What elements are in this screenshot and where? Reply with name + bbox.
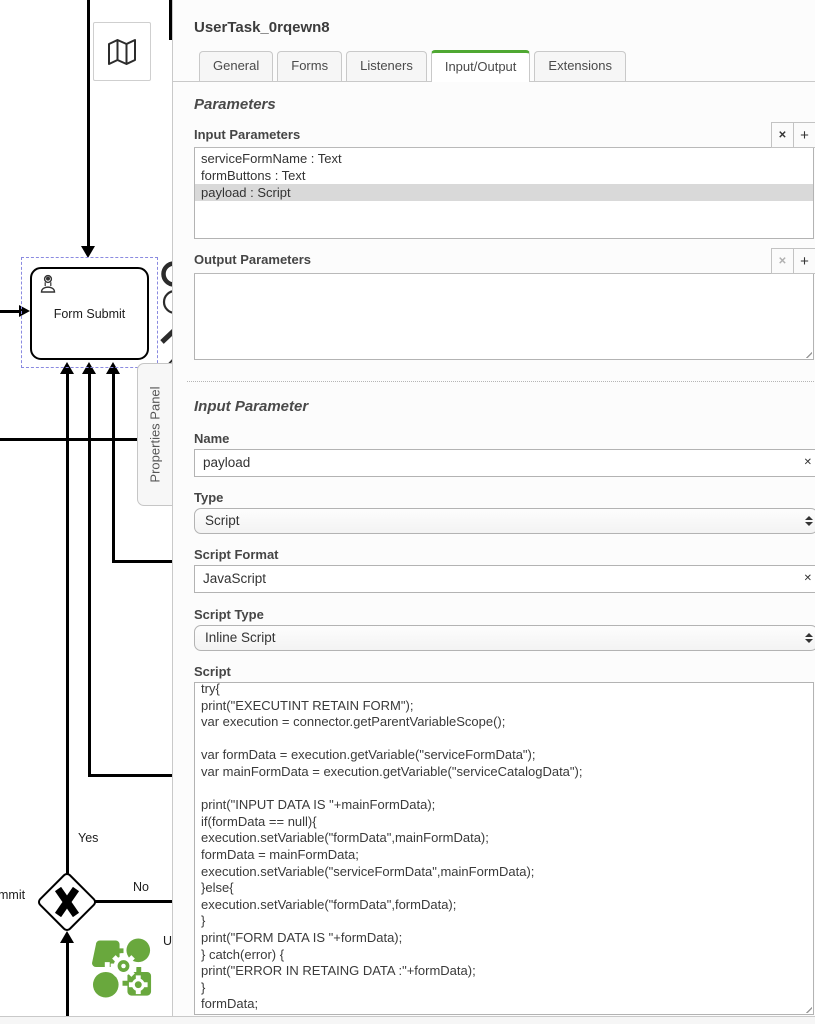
script-format-label: Script Format bbox=[194, 547, 279, 562]
sequence-flow-b[interactable] bbox=[88, 374, 91, 777]
name-value: payload bbox=[203, 455, 251, 470]
script-type-select[interactable]: Inline Script bbox=[194, 625, 815, 651]
name-label: Name bbox=[194, 431, 230, 446]
select-stepper-icon bbox=[803, 626, 815, 650]
clear-icon: ✕ bbox=[778, 255, 787, 267]
tab-extensions[interactable]: Extensions bbox=[534, 51, 626, 81]
flow-label-cut-right: U bbox=[163, 934, 173, 948]
sequence-flow-left[interactable] bbox=[0, 310, 19, 313]
section-separator bbox=[187, 381, 815, 382]
output-parameters-header: Output Parameters ✕ + bbox=[194, 247, 815, 274]
clear-icon: ✕ bbox=[778, 129, 787, 141]
tab-bar: General Forms Listeners Input/Output Ext… bbox=[173, 50, 815, 82]
script-type-value: Inline Script bbox=[205, 630, 276, 645]
minimap-toggle-button[interactable] bbox=[93, 22, 151, 81]
sequence-flow-c-elbow[interactable] bbox=[112, 560, 172, 563]
properties-panel-toggle[interactable]: Properties Panel bbox=[137, 363, 172, 506]
sequence-flow-a[interactable] bbox=[66, 374, 69, 884]
arrowhead-up-icon bbox=[60, 931, 74, 943]
flow-label-yes: Yes bbox=[78, 831, 99, 845]
add-input-parameter-button[interactable]: + bbox=[793, 122, 815, 148]
remove-input-parameter-button[interactable]: ✕ bbox=[771, 122, 794, 148]
task-label: Form Submit bbox=[53, 306, 126, 321]
remove-output-parameter-button[interactable]: ✕ bbox=[771, 248, 794, 274]
output-parameters-label: Output Parameters bbox=[194, 252, 312, 267]
select-stepper-icon bbox=[803, 509, 815, 533]
status-bar bbox=[0, 1016, 815, 1024]
sequence-flow-stub[interactable] bbox=[169, 0, 172, 40]
sequence-flow-no[interactable] bbox=[95, 900, 172, 903]
script-type-label: Script Type bbox=[194, 607, 264, 622]
sequence-flow-cross[interactable] bbox=[0, 438, 139, 441]
resize-handle[interactable] bbox=[803, 349, 812, 358]
input-parameter-heading: Input Parameter bbox=[194, 398, 309, 415]
arrowhead-right-icon bbox=[19, 305, 30, 317]
output-parameters-list bbox=[194, 274, 814, 360]
script-format-field[interactable]: JavaScript ✕ bbox=[194, 565, 815, 593]
arrowhead-up-icon bbox=[106, 362, 120, 374]
arrowhead-up-icon bbox=[60, 362, 74, 374]
selection-outline bbox=[21, 257, 158, 368]
tab-general[interactable]: General bbox=[199, 51, 274, 81]
script-content: try{ print("EXECUTINT RETAIN FORM"); var… bbox=[201, 682, 583, 1012]
user-task-form-submit[interactable]: Form Submit bbox=[30, 267, 149, 360]
add-icon: + bbox=[800, 252, 809, 270]
script-label: Script bbox=[194, 664, 231, 679]
list-item-selected[interactable]: payload : Script bbox=[195, 184, 813, 201]
sequence-flow-b-elbow[interactable] bbox=[88, 774, 172, 777]
parameters-heading: Parameters bbox=[194, 96, 276, 113]
sequence-flow-bottom[interactable] bbox=[66, 943, 69, 1017]
clear-icon[interactable]: ✕ bbox=[803, 457, 812, 468]
list-item[interactable]: formButtons : Text bbox=[201, 168, 306, 183]
sequence-flow-c[interactable] bbox=[112, 374, 115, 563]
script-format-value: JavaScript bbox=[203, 571, 267, 586]
tab-listeners[interactable]: Listeners bbox=[346, 51, 427, 81]
flow-label-no: No bbox=[133, 880, 149, 894]
user-icon bbox=[40, 274, 56, 293]
input-parameters-header: Input Parameters ✕ + bbox=[194, 122, 815, 148]
exclusive-gateway-marker-icon bbox=[55, 887, 79, 917]
tab-input-output[interactable]: Input/Output bbox=[430, 50, 531, 82]
type-value: Script bbox=[205, 513, 240, 528]
tab-forms[interactable]: Forms bbox=[277, 51, 343, 81]
properties-panel: UserTask_0rqewn8 General Forms Listeners… bbox=[172, 0, 815, 1024]
map-icon bbox=[108, 38, 136, 65]
arrowhead-down-icon bbox=[81, 246, 95, 258]
sequence-flow-top[interactable] bbox=[87, 0, 90, 246]
resize-handle[interactable] bbox=[803, 1004, 812, 1013]
tab-content: Parameters Input Parameters ✕ + serviceF… bbox=[173, 96, 815, 1015]
type-label: Type bbox=[194, 490, 224, 505]
element-id-title: UserTask_0rqewn8 bbox=[194, 19, 330, 36]
arrowhead-up-icon bbox=[82, 362, 96, 374]
connector-puzzle-icon[interactable] bbox=[92, 932, 155, 1004]
list-item[interactable]: serviceFormName : Text bbox=[201, 151, 342, 166]
name-field[interactable]: payload ✕ bbox=[194, 449, 815, 477]
input-parameters-label: Input Parameters bbox=[194, 127, 301, 142]
flow-label-cut-left: mmit bbox=[0, 888, 26, 902]
add-output-parameter-button[interactable]: + bbox=[793, 248, 815, 274]
add-icon: + bbox=[800, 126, 809, 144]
type-select[interactable]: Script bbox=[194, 508, 815, 534]
properties-panel-toggle-label: Properties Panel bbox=[147, 386, 163, 483]
input-parameters-list: serviceFormName : Text formButtons : Tex… bbox=[194, 148, 814, 239]
script-textarea[interactable]: try{ print("EXECUTINT RETAIN FORM"); var… bbox=[194, 682, 814, 1015]
clear-icon[interactable]: ✕ bbox=[803, 573, 812, 584]
